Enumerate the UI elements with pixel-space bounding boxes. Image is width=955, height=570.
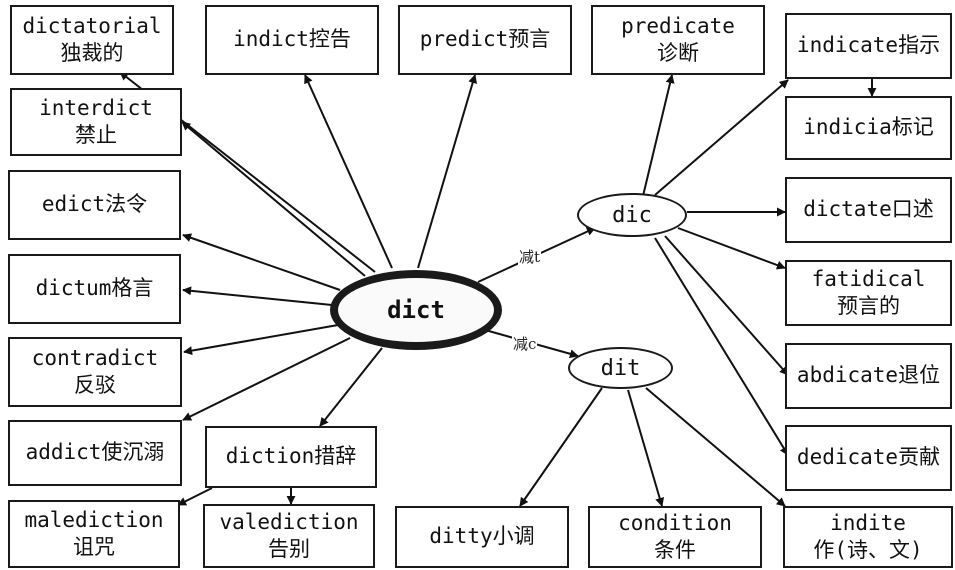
word-meaning: 条件: [654, 538, 696, 562]
word-box-edict: edict法令: [8, 170, 181, 240]
word-meaning: 反驳: [74, 373, 116, 397]
word-box-abdicate: abdicate退位: [785, 343, 952, 409]
word-box-fatidical: fatidical 预言的: [785, 260, 952, 326]
root-label: dict: [387, 296, 445, 324]
word-box-indite: indite 作(诗、文): [783, 506, 953, 568]
word-text: malediction: [24, 507, 164, 532]
word-text: ditty小调: [429, 524, 535, 549]
word-box-valediction: valediction 告别: [203, 504, 375, 568]
word-box-dedicate: dedicate贡献: [785, 425, 952, 491]
word-text: indict控告: [233, 27, 351, 52]
edge-dic-indicate: [654, 79, 789, 196]
word-meaning: 诊断: [657, 41, 699, 65]
edge-dict-indict: [304, 74, 393, 269]
root-node-dict: dict: [330, 270, 502, 350]
word-text: predicate: [621, 13, 735, 38]
word-box-indict: indict控告: [205, 5, 379, 75]
word-text: condition: [618, 510, 732, 535]
word-box-diction: diction措辞: [205, 426, 377, 488]
node-dic: dic: [577, 193, 687, 237]
edge-dict-predict: [417, 74, 478, 269]
edge-dict-contradict: [183, 324, 339, 356]
word-text: dictum格言: [35, 276, 154, 301]
word-box-dictate: dictate口述: [785, 177, 952, 243]
word-box-condition: condition 条件: [588, 506, 762, 568]
edge-dic-fatidical: [677, 227, 786, 270]
edge-dit-condition: [627, 389, 665, 507]
word-text: fatidical: [811, 266, 926, 291]
edge-diction-malediction: [177, 487, 213, 506]
word-meaning: 禁止: [75, 123, 117, 147]
word-box-contradict: contradict 反驳: [8, 337, 182, 407]
word-box-ditty: ditty小调: [395, 506, 569, 568]
word-text: dictatorial: [22, 13, 162, 38]
word-box-dictum: dictum格言: [8, 254, 181, 324]
word-box-indicate: indicate指示: [785, 13, 952, 79]
word-text: indicia标记: [803, 115, 934, 140]
node-dit-label: dit: [600, 355, 641, 381]
word-box-indicia: indicia标记: [785, 96, 952, 160]
word-meaning: 独裁的: [60, 41, 124, 65]
word-meaning: 预言的: [837, 294, 900, 318]
node-dic-label: dic: [612, 202, 652, 228]
word-meaning: 诅咒: [73, 535, 115, 559]
edge-label-dic: 减t: [518, 246, 542, 267]
edge-dic-dedicate: [654, 237, 789, 456]
word-text: dedicate贡献: [796, 445, 941, 470]
edge-dict-dictum: [182, 286, 333, 306]
edge-label-dit: 减c: [512, 333, 538, 354]
word-text: edict法令: [41, 192, 148, 217]
word-text: interdict: [39, 95, 153, 120]
word-box-predicate: predicate 诊断: [591, 5, 765, 75]
word-text: diction措辞: [225, 444, 357, 469]
word-box-addict: addict使沉溺: [8, 420, 182, 486]
word-text: indite: [830, 510, 906, 535]
node-dit: dit: [568, 347, 673, 389]
edge-dic-abdicate: [664, 235, 789, 376]
word-meaning: 告别: [268, 537, 310, 561]
word-box-interdict: interdict 禁止: [10, 88, 182, 156]
edge-dict-diction: [319, 347, 383, 427]
word-text: addict使沉溺: [25, 440, 165, 465]
edge-dict-interdict: [181, 121, 366, 277]
edge-dict-edict: [182, 233, 341, 291]
edge-dit-indite: [645, 387, 786, 507]
edge-dit-ditty: [519, 387, 603, 507]
word-text: abdicate退位: [796, 363, 941, 388]
word-text: predict预言: [419, 27, 551, 52]
word-text: dictate口述: [803, 197, 934, 222]
word-box-predict: predict预言: [398, 5, 572, 75]
word-box-malediction: malediction 诅咒: [8, 500, 180, 568]
word-text: valediction: [219, 509, 359, 534]
edge-dict-addict: [182, 337, 351, 421]
edge-dic-predicate: [642, 74, 675, 197]
word-text: indicate指示: [796, 33, 941, 58]
word-meaning: 作(诗、文): [813, 538, 923, 562]
word-text: contradict: [31, 345, 159, 370]
word-box-dictatorial: dictatorial 独裁的: [10, 5, 174, 75]
